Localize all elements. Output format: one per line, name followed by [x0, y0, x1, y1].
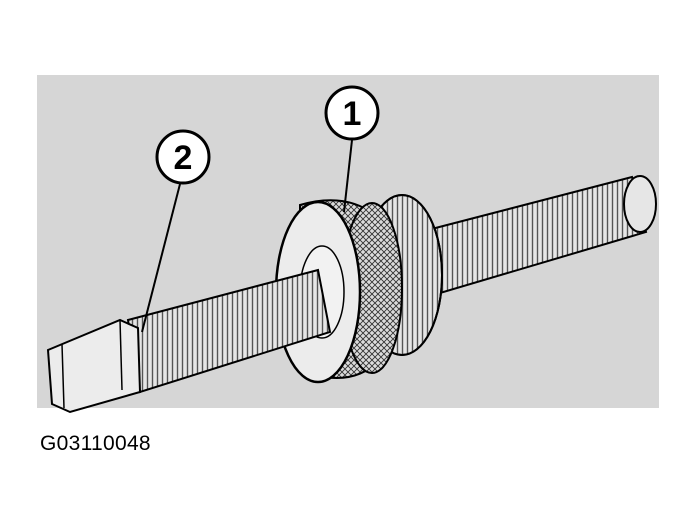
callout-2: 2 [141, 129, 211, 333]
right-threaded-shaft [418, 175, 657, 298]
callout-1: 1 [324, 85, 380, 213]
hex-end [46, 318, 142, 414]
callout-2-label: 2 [174, 139, 193, 177]
figure-code: G03110048 [40, 432, 151, 455]
callout-1-label: 1 [343, 95, 362, 133]
